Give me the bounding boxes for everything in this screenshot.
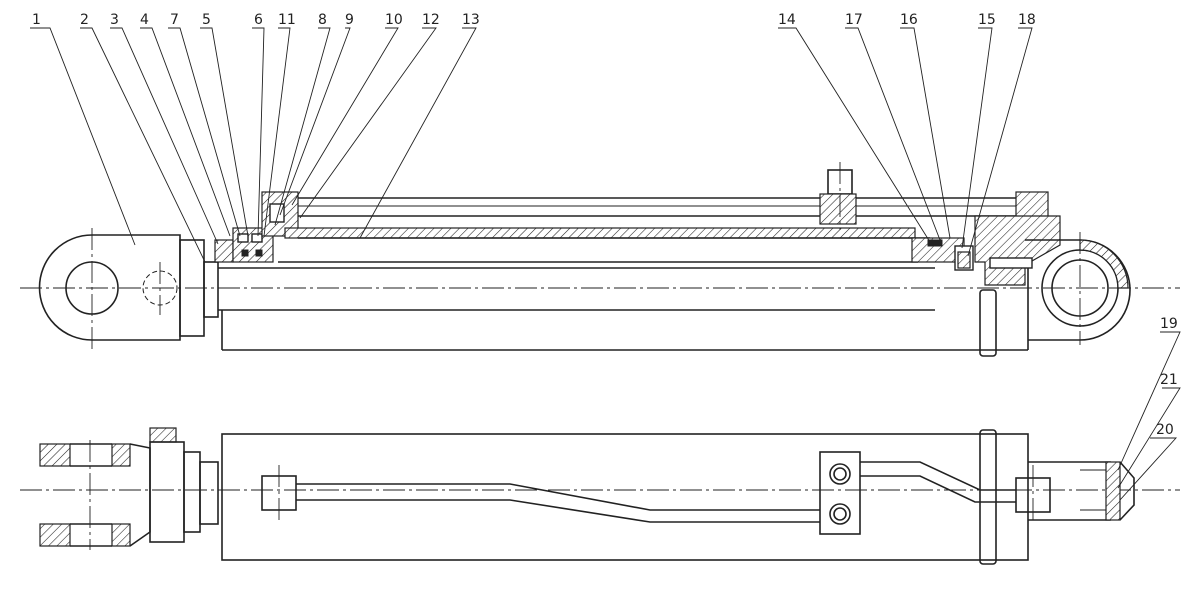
part-label-18: 18	[1018, 12, 1036, 28]
part-label-10: 10	[385, 12, 403, 28]
oil-pipe-upper	[296, 483, 820, 511]
part-label-12: 12	[422, 12, 440, 28]
part-label-2: 2	[80, 12, 89, 28]
rod-nut-lower	[149, 441, 185, 543]
part-label-16: 16	[900, 12, 918, 28]
oil-pipe-lower	[296, 499, 820, 523]
part-label-3: 3	[110, 12, 119, 28]
bottom-view	[20, 427, 1180, 565]
part-label-15: 15	[978, 12, 996, 28]
part-label-21: 21	[1160, 372, 1178, 388]
part-label-5: 5	[202, 12, 211, 28]
part-label-9: 9	[345, 12, 354, 28]
rear-bushing	[1105, 461, 1121, 521]
cylinder-tube-wall	[284, 227, 916, 239]
rear-cap	[974, 215, 1061, 286]
part-label-17: 17	[845, 12, 863, 28]
part-label-1: 1	[32, 12, 41, 28]
part-label-4: 4	[140, 12, 149, 28]
part-label-19: 19	[1160, 316, 1178, 332]
fork-lug-top	[39, 443, 71, 467]
part-label-6: 6	[254, 12, 263, 28]
barrel-lower	[221, 433, 1029, 561]
part-label-8: 8	[318, 12, 327, 28]
tube-clamp-lower	[979, 429, 997, 565]
leader-lines	[30, 27, 1181, 501]
top-view	[20, 162, 1180, 357]
part-label-11: 11	[278, 12, 296, 28]
part-label-13: 13	[462, 12, 480, 28]
part-labels: 1 2 3 4 7 5 6 11 8 9 10 12 13 14 17 16 1…	[32, 12, 1178, 438]
rod-eye	[38, 234, 181, 341]
fork-lug-bottom	[39, 523, 71, 547]
part-label-20: 20	[1156, 422, 1174, 438]
pipe-block	[819, 451, 861, 535]
part-label-14: 14	[778, 12, 796, 28]
grease-nipple	[149, 427, 177, 443]
part-label-7: 7	[170, 12, 179, 28]
tube-clamp	[979, 289, 997, 357]
